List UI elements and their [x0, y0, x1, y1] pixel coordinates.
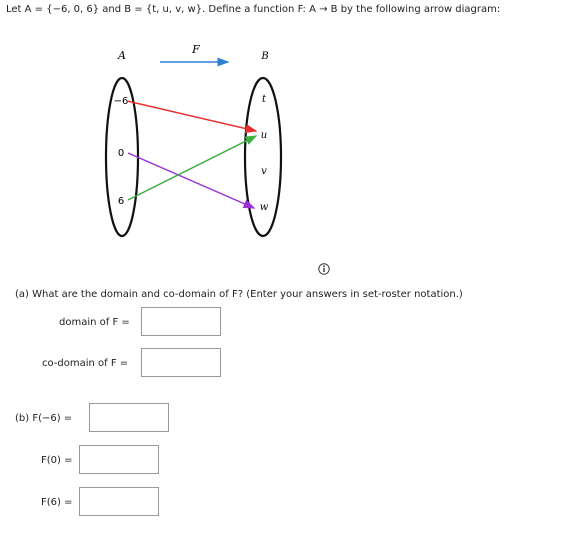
mapping-arrow-0-to-w	[127, 152, 256, 209]
set-a-element: 0	[118, 148, 124, 159]
set-a-element: −6	[114, 96, 129, 107]
f-neg6-input[interactable]	[89, 403, 169, 432]
part-a-question: (a) What are the domain and co-domain of…	[15, 289, 463, 300]
set-b-element: v	[261, 166, 267, 177]
f-0-label: F(0) =	[41, 455, 73, 466]
domain-input[interactable]	[141, 307, 221, 336]
f-neg6-label: (b) F(−6) =	[15, 413, 73, 424]
f-0-input[interactable]	[79, 445, 159, 474]
set-b-element: w	[260, 202, 269, 213]
set-b-label: B	[260, 51, 268, 62]
mapping-arrow-neg6-to-u	[126, 100, 258, 134]
codomain-label: co-domain of F =	[42, 358, 129, 369]
f-6-label: F(6) =	[41, 497, 73, 508]
set-b-element: t	[262, 94, 267, 105]
function-label: F	[191, 43, 200, 56]
domain-label: domain of F =	[59, 317, 130, 328]
f-6-input[interactable]	[79, 487, 159, 516]
problem-prompt: Let A = {−6, 0, 6} and B = {t, u, v, w}.…	[6, 4, 501, 15]
arrow-diagram: A F B −6 0 6 t u v w	[104, 43, 283, 238]
set-b-element: u	[261, 130, 267, 141]
set-b-ellipse	[243, 76, 283, 238]
info-icon[interactable]	[318, 263, 330, 275]
mapping-arrow-6-to-u	[127, 135, 258, 201]
codomain-input[interactable]	[141, 348, 221, 377]
set-a-label: A	[117, 49, 126, 62]
set-a-element: 6	[118, 196, 124, 207]
